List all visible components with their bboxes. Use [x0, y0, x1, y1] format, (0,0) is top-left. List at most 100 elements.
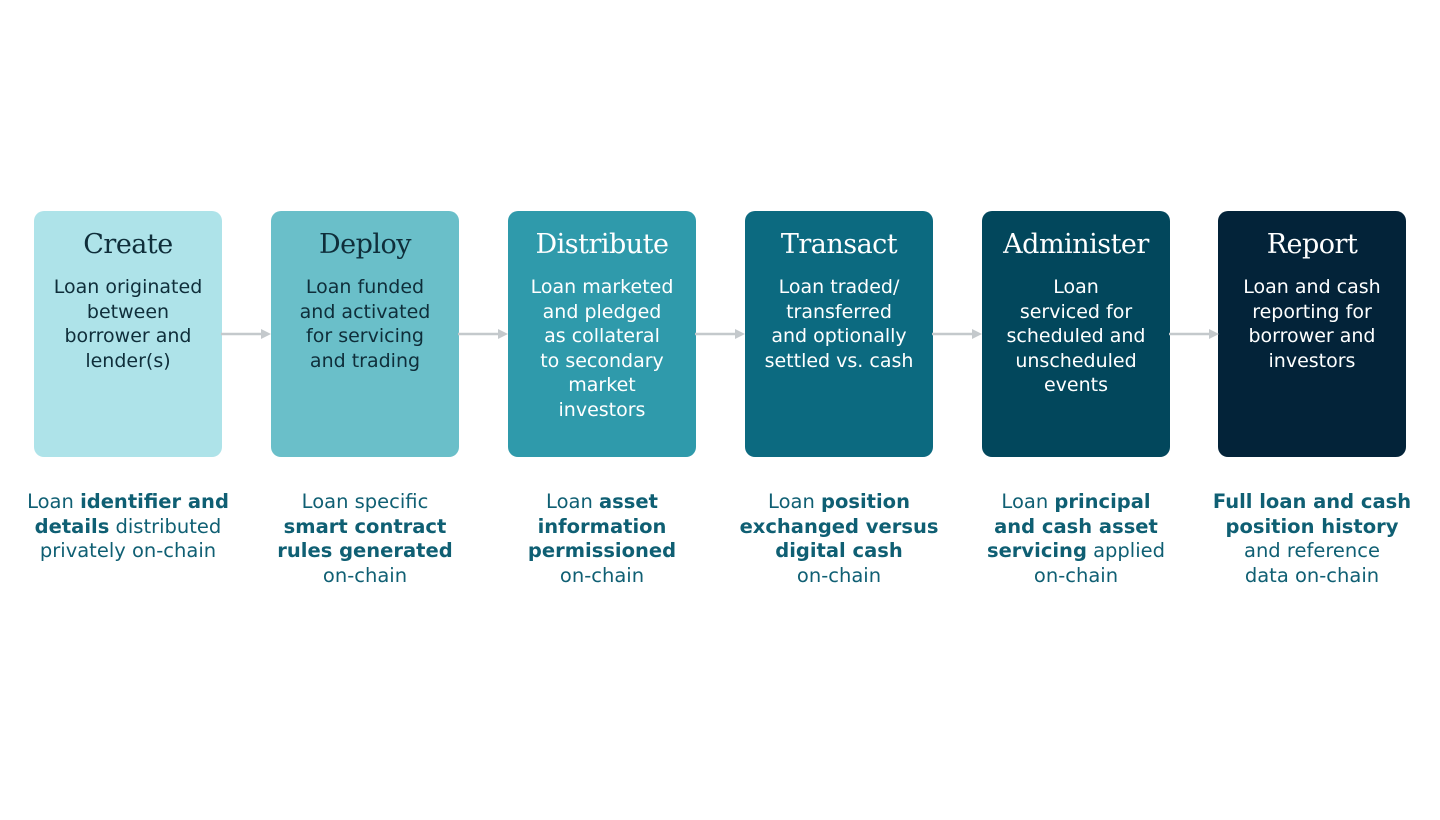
step-description-line: as collateral [544, 325, 660, 347]
arrow-right-icon [932, 329, 982, 339]
caption-text: on-chain [1033, 563, 1119, 587]
arrow-right-icon [695, 329, 745, 339]
step-description-line: Loan [1053, 276, 1099, 298]
caption-text: on-chain [796, 563, 882, 587]
step-box-administer: Administer Loan serviced for scheduled a… [982, 211, 1170, 457]
caption-bold-text: servicing [986, 539, 1087, 562]
step-description-line: and activated [299, 300, 431, 323]
step-description: Loan serviced for scheduled and unschedu… [982, 275, 1170, 398]
caption-bold-text: and cash asset [994, 514, 1158, 538]
step-description: Loan funded and activated for servicing … [271, 275, 459, 373]
step-description-line: Loan funded [305, 276, 425, 298]
caption-line: Loan specific [255, 490, 475, 515]
caption-text: Loan [546, 490, 600, 513]
caption-text: distributed [109, 514, 222, 538]
arrow-right-icon [458, 329, 508, 339]
caption-bold-text: details [34, 514, 110, 538]
caption-text: Loan [27, 490, 81, 513]
caption-text: applied [1086, 539, 1166, 562]
caption-line: Loan asset [492, 490, 712, 515]
caption-line: on-chain [255, 564, 475, 589]
caption-bold-text: identifier and [80, 490, 229, 513]
step-description-line: Loan and cash [1243, 276, 1381, 298]
step-box-create: Create Loan originated between borrower … [34, 211, 222, 457]
caption-line: digital cash [729, 539, 949, 564]
step-description-line: events [1043, 374, 1108, 396]
caption-line: position history [1202, 515, 1422, 540]
step-description-line: reporting for [1252, 300, 1372, 323]
step-title: Distribute [535, 229, 669, 260]
step-box-report: Report Loan and cash reporting for borro… [1218, 211, 1406, 457]
caption-line: on-chain [966, 564, 1186, 589]
caption-text: on-chain [559, 563, 645, 587]
caption-bold-text: position history [1225, 514, 1399, 538]
caption-line: details distributed [18, 515, 238, 540]
step-description-line: investors [1268, 349, 1356, 372]
step-description: Loan traded/ transferred and optionally … [745, 275, 933, 373]
step-description: Loan originated between borrower and len… [34, 275, 222, 373]
caption-text: and reference [1244, 539, 1380, 562]
step-description-line: settled vs. cash [764, 349, 914, 372]
step-description-line: serviced for [1019, 300, 1133, 323]
caption-line: permissioned [492, 539, 712, 564]
caption-text: on-chain [322, 563, 408, 587]
caption-text: Loan [1001, 490, 1055, 513]
caption-line: Full loan and cash [1202, 490, 1422, 515]
caption-bold-text: digital cash [775, 539, 903, 562]
caption-line: exchanged versus [729, 515, 949, 540]
caption-line: information [492, 515, 712, 540]
step-description-line: and optionally [771, 325, 907, 347]
arrow-right-icon [1169, 329, 1219, 339]
step-title: Administer [1003, 229, 1149, 260]
step-description: Loan marketed and pledged as collateral … [508, 275, 696, 422]
caption-text: privately on-chain [39, 539, 217, 562]
caption-bold-text: asset [599, 490, 658, 513]
step-description-line: Loan originated [53, 276, 203, 298]
caption-line: on-chain [729, 564, 949, 589]
step-box-transact: Transact Loan traded/ transferred and op… [745, 211, 933, 457]
caption-bold-text: permissioned [527, 539, 677, 562]
step-description-line: transferred [786, 300, 892, 323]
caption-text: data on-chain [1244, 563, 1380, 587]
caption-text: Loan specific [301, 490, 429, 513]
caption-line: and reference [1202, 539, 1422, 564]
caption-bold-text: Full loan and cash [1212, 490, 1412, 513]
step-description-line: Loan marketed [530, 276, 674, 298]
step-box-distribute: Distribute Loan marketed and pledged as … [508, 211, 696, 457]
step-title: Deploy [318, 229, 412, 260]
step-title: Report [1266, 229, 1358, 260]
step-description-line: borrower and [1248, 325, 1376, 347]
caption-line: servicing applied [966, 539, 1186, 564]
caption-bold-text: rules generated [277, 539, 453, 562]
caption-line: data on-chain [1202, 564, 1422, 589]
step-description-line: Loan traded/ [778, 276, 900, 298]
caption-bold-text: principal [1054, 490, 1151, 513]
caption-line: smart contract [255, 515, 475, 540]
step-description-line: for servicing [306, 325, 424, 347]
caption-bold-text: smart contract [283, 514, 447, 538]
caption-bold-text: exchanged versus [739, 514, 939, 538]
caption-bold-text: position [821, 490, 910, 513]
caption-line: Loan position [729, 490, 949, 515]
step-title: Create [83, 229, 173, 260]
step-description-line: scheduled and [1006, 325, 1146, 347]
caption-line: rules generated [255, 539, 475, 564]
step-description-line: and pledged [542, 300, 662, 323]
step-description-line: investors [558, 398, 646, 421]
caption-bold-text: information [537, 514, 667, 538]
step-description-line: to secondary [540, 349, 664, 372]
step-description-line: and trading [309, 349, 421, 372]
step-description: Loan and cash reporting for borrower and… [1218, 275, 1406, 373]
step-description-line: borrower and [64, 325, 192, 347]
caption-text: Loan [768, 490, 822, 513]
caption-line: Loan identifier and [18, 490, 238, 515]
step-description-line: between [86, 300, 170, 323]
step-description-line: unscheduled [1015, 349, 1137, 372]
step-description-line: lender(s) [85, 349, 171, 372]
